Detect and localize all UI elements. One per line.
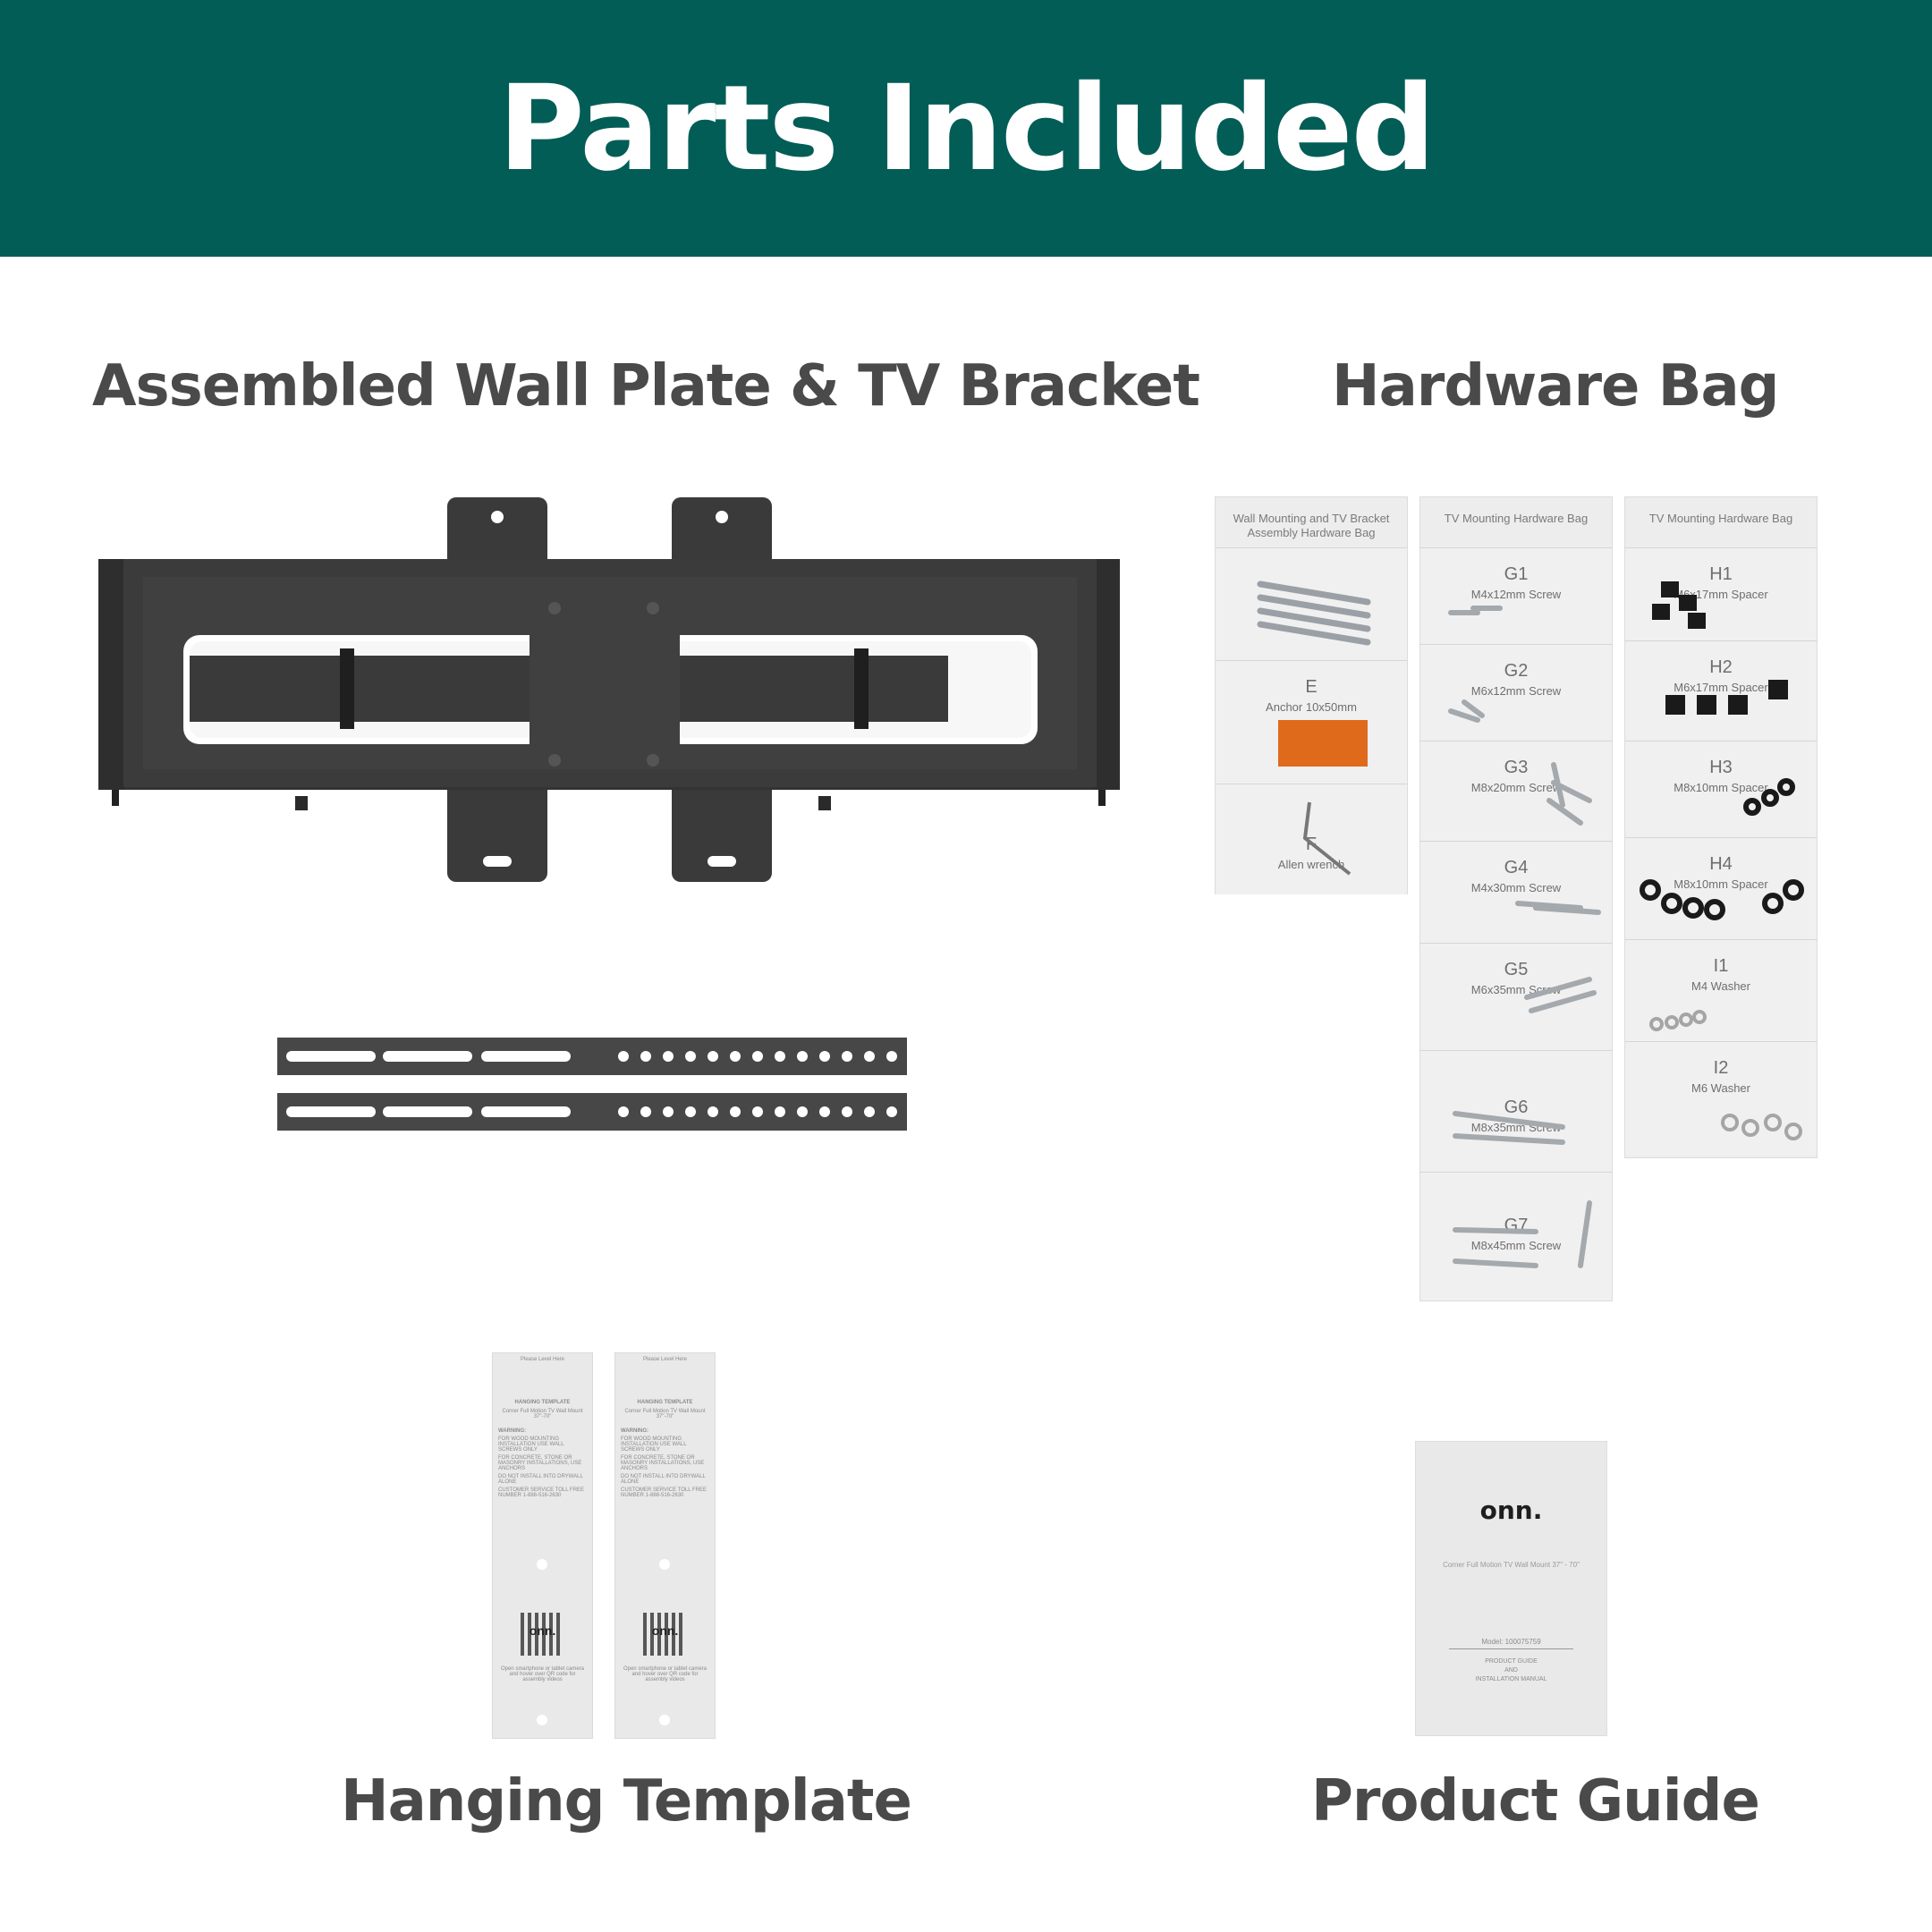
vesa-rails-image xyxy=(277,1038,907,1131)
template-hole xyxy=(537,1715,547,1725)
template-line-3: DO NOT INSTALL INTO DRYWALL ALONE xyxy=(498,1474,583,1485)
pocket-code: I1 xyxy=(1713,956,1729,976)
template-hole xyxy=(659,1559,670,1570)
pocket-desc: M8x10mm Spacer xyxy=(1674,877,1768,891)
pocket-desc: Anchor 10x50mm xyxy=(1266,700,1357,714)
pocket-desc: M4x30mm Screw xyxy=(1470,881,1562,894)
bracket-section-title: Assembled Wall Plate & TV Bracket xyxy=(92,353,1200,419)
bag-title: TV Mounting Hardware Bag xyxy=(1444,512,1589,525)
pocket-code: G4 xyxy=(1504,858,1529,877)
guide-doc-line-3: INSTALLATION MANUAL xyxy=(1475,1676,1547,1682)
template-line-3: DO NOT INSTALL INTO DRYWALL ALONE xyxy=(621,1474,706,1485)
qr-code-icon xyxy=(521,1613,564,1656)
pocket-desc: M8x45mm Screw xyxy=(1470,1239,1562,1252)
hardware-section-title: Hardware Bag xyxy=(1332,353,1779,419)
bag-title: Wall Mounting and TV Bracket Assembly Ha… xyxy=(1233,512,1390,539)
template-brand: onn. xyxy=(529,1623,556,1638)
pocket-g6: G6 M8x35mm Screw xyxy=(1420,1050,1612,1172)
wall-bracket-image xyxy=(98,497,1120,882)
hardware-bag-tv-g: TV Mounting Hardware Bag G1 M4x12mm Scre… xyxy=(1419,496,1613,1301)
pocket-code: H2 xyxy=(1709,657,1733,677)
pocket-i2: I2 M6 Washer xyxy=(1625,1041,1817,1156)
pocket-desc: M6x17mm Spacer xyxy=(1674,681,1768,694)
template-hole xyxy=(537,1559,547,1570)
header-banner: Parts Included xyxy=(0,0,1932,257)
lag-screws-icon xyxy=(1257,580,1371,646)
template-subtitle: Corner Full Motion TV Wall Mount 37"-70" xyxy=(624,1409,706,1419)
pocket-g7: G7 M8x45mm Screw xyxy=(1420,1172,1612,1301)
pocket-desc: M8x10mm Spacer xyxy=(1674,781,1768,794)
pocket-code: G5 xyxy=(1504,960,1529,979)
pocket-desc: Allen wrench xyxy=(1277,858,1345,871)
template-top-text: Please Level Here xyxy=(642,1357,688,1362)
pocket-desc: M6 Washer xyxy=(1691,1081,1750,1095)
template-subtitle: Corner Full Motion TV Wall Mount 37"-70" xyxy=(502,1409,583,1419)
pocket-h3: H3 M8x10mm Spacer xyxy=(1625,741,1817,837)
hanging-template-right: Please Level Here HANGING TEMPLATE Corne… xyxy=(614,1352,716,1739)
warning-label-icon xyxy=(1278,720,1368,767)
pocket-desc: M4 Washer xyxy=(1691,979,1750,993)
template-section-title: Hanging Template xyxy=(341,1768,912,1835)
pocket-e: E Anchor 10x50mm xyxy=(1216,660,1407,784)
template-heading: HANGING TEMPLATE xyxy=(514,1400,571,1405)
pocket-h2: H2 M6x17mm Spacer xyxy=(1625,640,1817,741)
pocket-code: E xyxy=(1305,677,1318,697)
pocket-desc: M4x12mm Screw xyxy=(1470,588,1562,601)
pocket-g1: G1 M4x12mm Screw xyxy=(1420,547,1612,644)
pocket-code: I2 xyxy=(1713,1058,1729,1078)
template-warning: WARNING: xyxy=(621,1428,648,1434)
page-title: Parts Included xyxy=(497,59,1436,198)
pocket-wall-screws xyxy=(1216,547,1407,660)
guide-doc-line-2: AND xyxy=(1504,1667,1518,1674)
template-footer: Open smartphone or tablet camera and hov… xyxy=(500,1666,585,1682)
template-line-2: FOR CONCRETE, STONE OR MASONRY INSTALLAT… xyxy=(498,1455,582,1471)
guide-brand: onn. xyxy=(1479,1496,1543,1525)
template-top-text: Please Level Here xyxy=(520,1357,565,1362)
qr-code-icon xyxy=(643,1613,686,1656)
pocket-f: F Allen wrench xyxy=(1216,784,1407,894)
guide-doc-line-1: PRODUCT GUIDE xyxy=(1485,1658,1538,1665)
product-guide: onn. Corner Full Motion TV Wall Mount 37… xyxy=(1415,1441,1607,1736)
pocket-desc: M6x17mm Spacer xyxy=(1674,588,1768,601)
pocket-code: H4 xyxy=(1709,854,1733,874)
pocket-code: G6 xyxy=(1504,1097,1529,1117)
pocket-code: H3 xyxy=(1709,758,1733,777)
hardware-bag-wall: Wall Mounting and TV Bracket Assembly Ha… xyxy=(1215,496,1408,894)
template-heading: HANGING TEMPLATE xyxy=(637,1400,693,1405)
template-line-4: CUSTOMER SERVICE TOLL FREE NUMBER 1-888-… xyxy=(621,1487,708,1498)
template-line-2: FOR CONCRETE, STONE OR MASONRY INSTALLAT… xyxy=(621,1455,705,1471)
pocket-code: G3 xyxy=(1504,758,1529,777)
guide-section-title: Product Guide xyxy=(1311,1768,1760,1835)
template-hole xyxy=(659,1715,670,1725)
guide-divider xyxy=(1449,1648,1573,1649)
template-line-1: FOR WOOD MOUNTING INSTALLATION USE WALL … xyxy=(621,1436,687,1453)
pocket-h1: H1 M6x17mm Spacer xyxy=(1625,547,1817,640)
template-line-1: FOR WOOD MOUNTING INSTALLATION USE WALL … xyxy=(498,1436,564,1453)
allen-wrench-icon xyxy=(1302,801,1352,876)
hardware-parts-image xyxy=(1448,581,1804,1268)
bag-title: TV Mounting Hardware Bag xyxy=(1648,512,1793,525)
pocket-i1: I1 M4 Washer xyxy=(1625,939,1817,1041)
template-line-4: CUSTOMER SERVICE TOLL FREE NUMBER 1-888-… xyxy=(498,1487,585,1498)
pocket-g4: G4 M4x30mm Screw xyxy=(1420,841,1612,943)
template-footer: Open smartphone or tablet camera and hov… xyxy=(623,1666,708,1682)
guide-model: Model: 100075759 xyxy=(1481,1638,1541,1646)
pocket-desc: M6x12mm Screw xyxy=(1470,684,1562,698)
hanging-template-left: Please Level Here HANGING TEMPLATE Corne… xyxy=(492,1352,593,1739)
pocket-code: G1 xyxy=(1504,564,1529,584)
pocket-code: H1 xyxy=(1709,564,1733,584)
guide-product-name: Corner Full Motion TV Wall Mount 37" - 7… xyxy=(1443,1561,1580,1569)
pocket-desc: M8x20mm Screw xyxy=(1470,781,1562,794)
template-warning: WARNING: xyxy=(498,1428,526,1434)
template-brand: onn. xyxy=(651,1623,679,1638)
pocket-g2: G2 M6x12mm Screw xyxy=(1420,644,1612,741)
pocket-code: G2 xyxy=(1504,661,1529,681)
